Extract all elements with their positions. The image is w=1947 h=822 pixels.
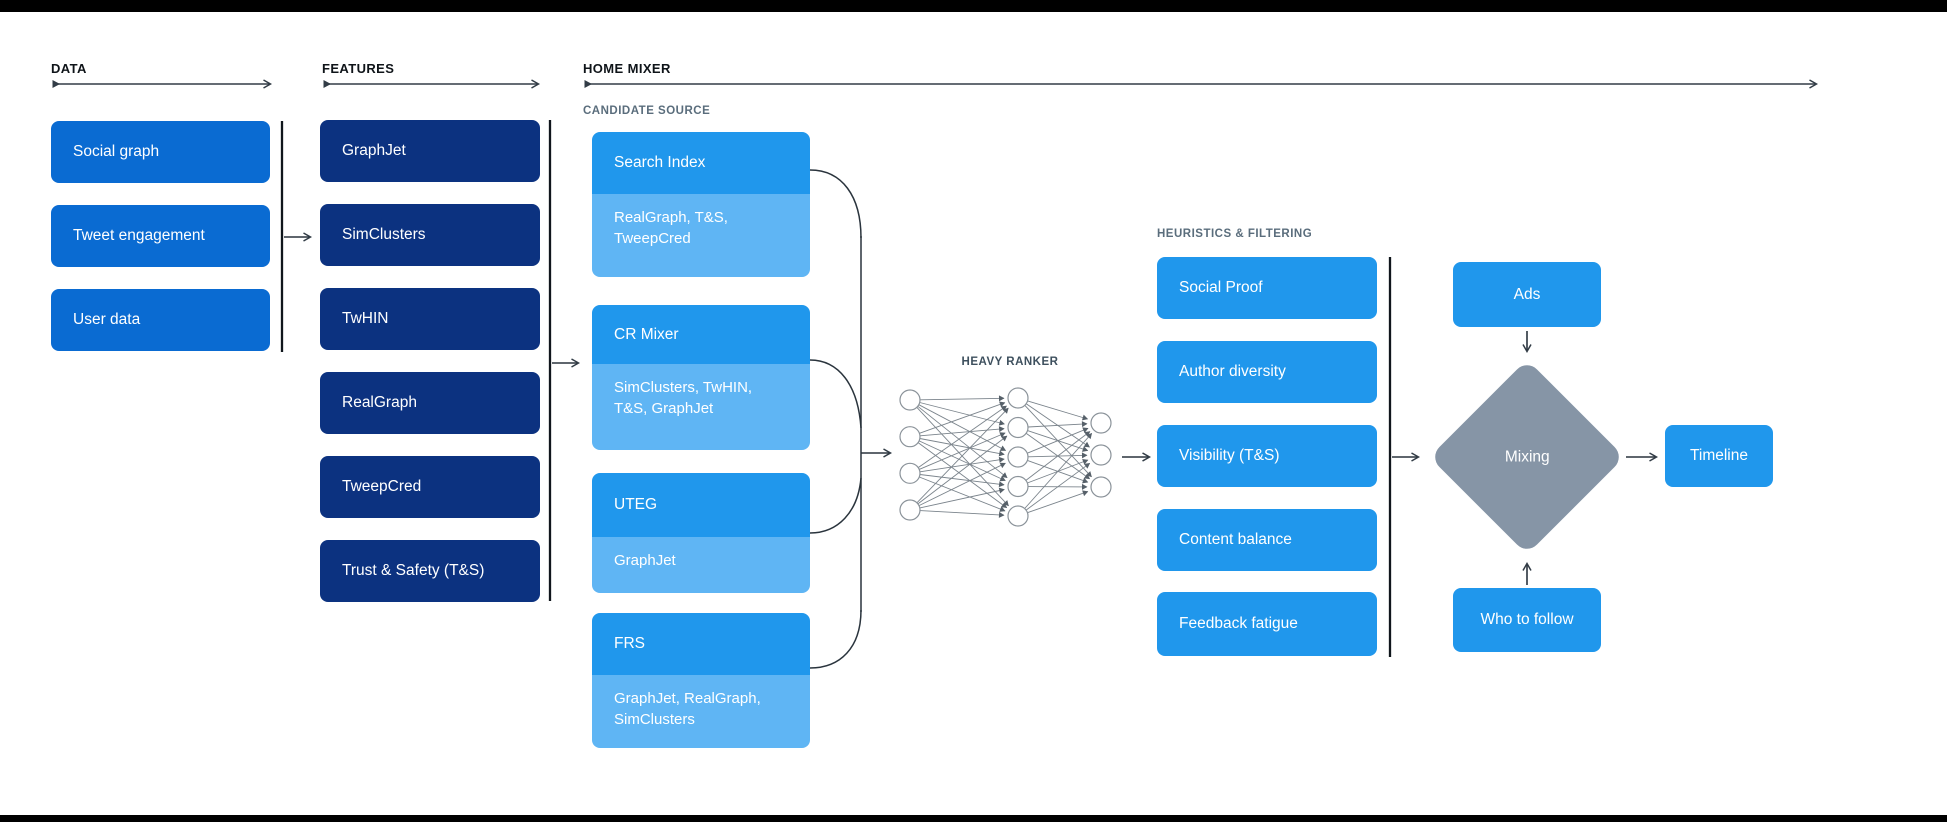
neural-network-nodes xyxy=(899,387,1112,527)
heuristics-box-author-diversity: Author diversity xyxy=(1157,341,1377,403)
heavy-ranker-label: HEAVY RANKER xyxy=(961,356,1059,368)
heuristics-filtering-label: HEURISTICS & FILTERING xyxy=(1157,228,1313,240)
bottom-frame-bar xyxy=(0,815,1947,822)
candidate-title: CR Mixer xyxy=(592,305,810,364)
heuristics-box-visibility: Visibility (T&S) xyxy=(1157,425,1377,487)
features-box-tweepcred: TweepCred xyxy=(320,456,540,518)
candidate-merge-connectors xyxy=(809,169,862,669)
data-box-tweet-engagement: Tweet engagement xyxy=(51,205,270,267)
data-section-label: DATA xyxy=(51,61,87,76)
features-box-twhin: TwHIN xyxy=(320,288,540,350)
candidate-title: UTEG xyxy=(592,473,810,537)
features-box-realgraph: RealGraph xyxy=(320,372,540,434)
candidate-group-search-index: Search Index RealGraph, T&S, TweepCred xyxy=(592,132,810,277)
candidate-sub-features: RealGraph, T&S, TweepCred xyxy=(592,194,810,277)
mixing-diamond-label: Mixing xyxy=(1504,447,1550,465)
candidate-group-frs: FRS GraphJet, RealGraph, SimClusters xyxy=(592,613,810,748)
who-to-follow-box: Who to follow xyxy=(1453,588,1601,652)
heuristics-box-social-proof: Social Proof xyxy=(1157,257,1377,319)
features-box-graphjet: GraphJet xyxy=(320,120,540,182)
features-section-label: FEATURES xyxy=(322,61,395,76)
data-box-user-data: User data xyxy=(51,289,270,351)
heuristics-box-feedback-fatigue: Feedback fatigue xyxy=(1157,592,1377,656)
candidate-sub-features: GraphJet, RealGraph, SimClusters xyxy=(592,675,810,748)
neural-network-edges xyxy=(916,395,1093,518)
candidate-group-uteg: UTEG GraphJet xyxy=(592,473,810,593)
candidate-sub-features: SimClusters, TwHIN, T&S, GraphJet xyxy=(592,364,810,450)
candidate-sub-features: GraphJet xyxy=(592,537,810,593)
data-box-social-graph: Social graph xyxy=(51,121,270,183)
features-box-trust-safety: Trust & Safety (T&S) xyxy=(320,540,540,602)
timeline-box: Timeline xyxy=(1665,425,1773,487)
home-mixer-section-label: HOME MIXER xyxy=(583,61,671,76)
heuristics-box-content-balance: Content balance xyxy=(1157,509,1377,571)
ads-box: Ads xyxy=(1453,262,1601,327)
candidate-group-cr-mixer: CR Mixer SimClusters, TwHIN, T&S, GraphJ… xyxy=(592,305,810,450)
top-frame-bar xyxy=(0,0,1947,12)
candidate-source-label: CANDIDATE SOURCE xyxy=(583,105,711,117)
candidate-title: FRS xyxy=(592,613,810,675)
features-box-simclusters: SimClusters xyxy=(320,204,540,266)
candidate-title: Search Index xyxy=(592,132,810,194)
mixing-diamond: Mixing xyxy=(1429,359,1625,555)
